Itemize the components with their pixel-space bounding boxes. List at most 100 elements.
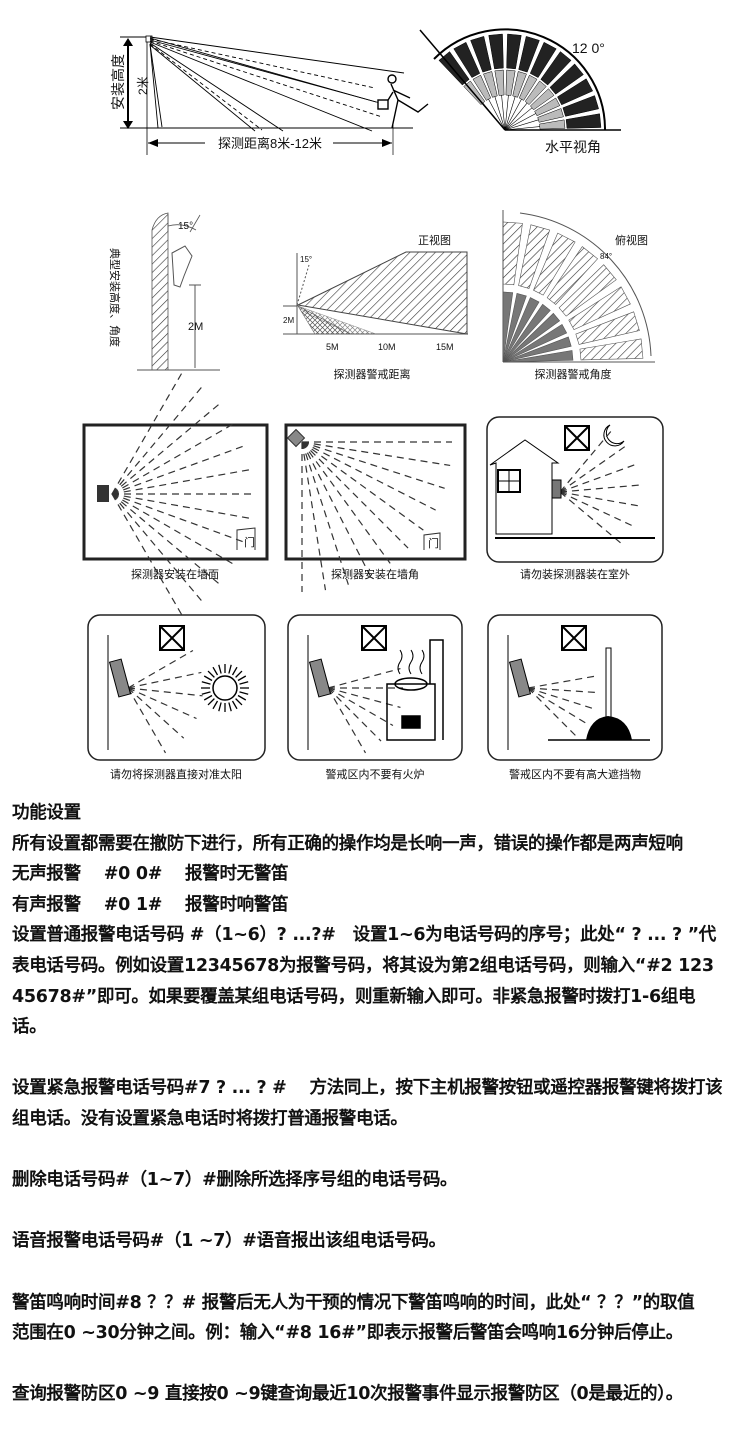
settings-line: 有声报警 #0 1# 报警时响警笛	[12, 894, 289, 915]
tilt-label: 15°	[178, 221, 193, 232]
zone	[533, 232, 576, 296]
ray	[327, 687, 394, 727]
fan-zone	[506, 33, 522, 70]
panel-caption: 警戒区内不要有火炉	[326, 767, 425, 781]
ray	[301, 441, 391, 564]
ray	[559, 445, 626, 493]
tilt-label: 15°	[300, 255, 312, 264]
ray	[559, 491, 639, 507]
tick-10m: 10M	[378, 342, 396, 352]
fan-zone	[494, 69, 505, 96]
panel-caption: 请勿将探测器直接对准太阳	[110, 767, 242, 781]
ray	[127, 687, 167, 754]
fan-zone	[540, 51, 572, 86]
fan-zone	[529, 41, 557, 78]
top-view-caption: 探测器警戒角度	[535, 367, 612, 381]
zone	[502, 291, 514, 363]
door-label: 门	[428, 536, 439, 550]
tick-15m: 15M	[436, 342, 454, 352]
function-settings: 功能设置 所有设置都需要在撤防下进行，所有正确的操作均是长响一声，错误的操作都是…	[12, 798, 747, 1410]
typical-install-diagram: 典型安装高度、角度 15° 2M	[108, 212, 220, 371]
panel-caption: 探测器安装在墙角	[331, 567, 419, 581]
fan-zone	[518, 36, 540, 73]
prohibited-icon	[361, 625, 387, 651]
zone	[558, 264, 617, 317]
settings-line: 所有设置都需要在撤防下进行，所有正确的操作均是长响一声，错误的操作都是两声短响	[12, 833, 683, 854]
blank-line	[12, 1349, 747, 1380]
detection-rays	[301, 441, 452, 592]
fan-zone	[524, 80, 547, 105]
settings-line: 45678#”即可。如果要覆盖某组电话号码，则重新输入即可。非紧急报警时拨打1-…	[12, 986, 696, 1007]
panel-stove-warning: 警戒区内不要有火炉	[287, 614, 463, 781]
blank-line	[12, 1043, 747, 1074]
settings-line: 删除电话号码#（1~7）#删除所选择序号组的电话号码。	[12, 1170, 458, 1191]
ray	[127, 687, 185, 739]
settings-paragraphs: 所有设置都需要在撤防下进行，所有正确的操作均是长响一声，错误的操作都是两声短响无…	[12, 829, 747, 1410]
ray	[301, 441, 445, 489]
zone	[502, 293, 527, 363]
ray	[127, 671, 202, 689]
detector-icon	[286, 428, 306, 448]
ray	[301, 441, 424, 531]
settings-line: 无声报警 #0 0# 报警时无警笛	[12, 864, 289, 885]
settings-title: 功能设置	[12, 803, 81, 823]
settings-line: 范围在0 ~30分钟之间。例：输入“#8 16#”即表示报警后警笛会鸣响16分钟…	[12, 1323, 683, 1344]
blank-line	[12, 1135, 747, 1166]
settings-line: 查询报警防区0 ~9 直接按0 ~9键查询最近10次报警事件显示报警防区（0是最…	[12, 1384, 683, 1405]
ray	[327, 687, 367, 754]
ray	[301, 441, 451, 467]
ray	[327, 687, 401, 708]
panel-outdoor-warning: 请勿装探测器装在室外	[486, 416, 664, 581]
height-label: 2M	[283, 316, 294, 325]
panel-obstacle-warning: 警戒区内不要有高大遮挡物	[487, 614, 663, 781]
angle-label: 84°	[600, 252, 612, 261]
panel-corner-mount: 门 探测器安装在墙角	[284, 423, 467, 592]
top-view-title: 俯视图	[615, 233, 648, 247]
vertical-label: 典型安装高度、角度	[108, 248, 122, 347]
fan-zone	[530, 88, 555, 111]
diagrams: 安装高度 2米 探测距离8米-12米	[82, 28, 664, 781]
settings-line: 表电话号码。例如设置12345678为报警号码，将其设为第2组电话号码，则输入“…	[12, 955, 714, 976]
detector-icon	[97, 485, 109, 502]
angle-caption: 水平视角	[545, 139, 601, 155]
settings-line: 设置紧急报警电话号码#7 ? ... ? # 方法同上，按下主机报警按钮或遥控器…	[12, 1078, 723, 1099]
detector-icon	[308, 658, 332, 698]
fan-zone	[472, 74, 492, 101]
fan-zone	[453, 41, 481, 78]
fan-zone	[518, 74, 538, 101]
top-view-wedges	[502, 221, 644, 363]
zone	[518, 224, 551, 289]
horizontal-angle-diagram: 12 0° 水平视角	[419, 28, 621, 155]
fan-zone	[470, 36, 492, 73]
ray	[127, 687, 197, 720]
settings-line: 话。	[12, 1017, 47, 1038]
fan-zone	[565, 113, 602, 129]
zone	[568, 286, 631, 331]
fan-zone	[512, 71, 527, 98]
fan-zone	[488, 33, 504, 70]
zone	[579, 338, 644, 361]
settings-line: 语音报警电话号码#（1 ~7）#语音报出该组电话号码。	[12, 1231, 446, 1252]
fan-zone	[549, 63, 584, 95]
front-view-caption: 探测器警戒距离	[334, 367, 411, 381]
zone	[575, 311, 640, 345]
height-label: 安装高度	[110, 54, 126, 110]
fan-zone	[562, 95, 599, 117]
ray	[559, 484, 640, 493]
fan-zone	[539, 119, 566, 130]
settings-line: 设置普通报警电话号码 #（1~6）? ...?# 设置1~6为电话号码的序号；此…	[12, 925, 717, 946]
detection-rays	[327, 668, 403, 754]
panel-caption: 探测器安装在墙面	[131, 567, 219, 581]
settings-line: 警笛鸣响时间#8 ？？# 报警后无人为干预的情况下警笛鸣响的时间，此处“ ？？”…	[12, 1292, 695, 1313]
ray	[301, 441, 327, 591]
ray	[127, 687, 203, 697]
detector-icon	[171, 245, 193, 288]
fan-zone	[537, 108, 564, 123]
panel-sun-warning: 请勿将探测器直接对准太阳	[87, 614, 266, 781]
zone	[546, 246, 599, 305]
height-label: 2M	[188, 321, 203, 333]
zone	[502, 297, 540, 363]
settings-line: 组电话。没有设置紧急电话时将拨打普通报警电话。	[12, 1108, 408, 1129]
ray	[327, 687, 382, 742]
side-view-diagram: 安装高度 2米 探测距离8米-12米	[110, 35, 429, 155]
